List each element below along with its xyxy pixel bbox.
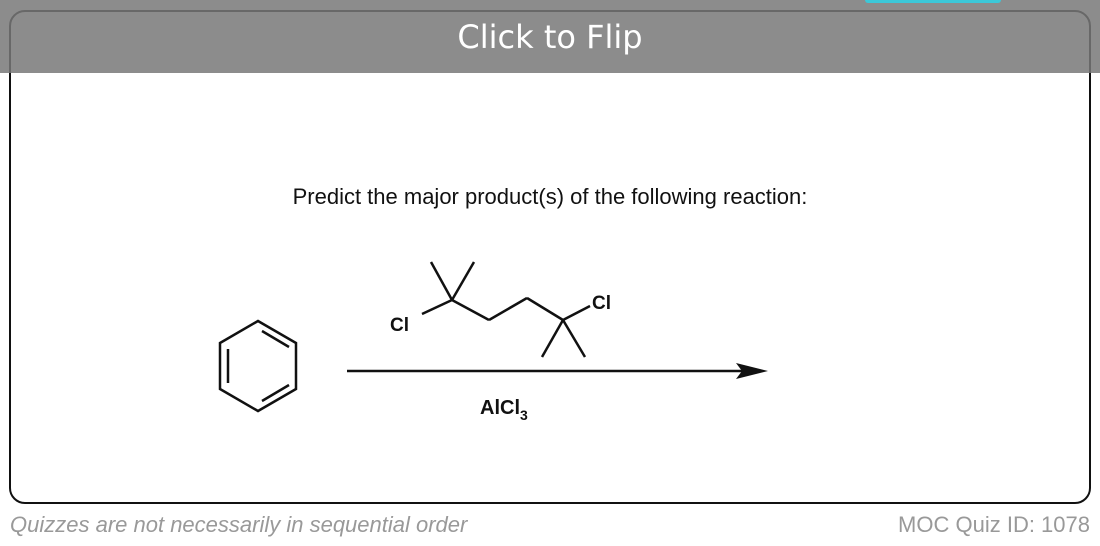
order-note: Quizzes are not necessarily in sequentia… (10, 512, 468, 537)
reaction-arrow (347, 363, 768, 379)
chlorine-label: Cl (390, 315, 409, 336)
catalyst-label: AlCl3 (480, 397, 528, 423)
quiz-id: MOC Quiz ID: 1078 (898, 512, 1090, 537)
benzene-structure (218, 319, 298, 413)
chlorine-label: Cl (592, 293, 611, 314)
dichloride-reagent-structure (421, 261, 591, 358)
flip-overlay[interactable] (0, 0, 1100, 73)
question-text: Predict the major product(s) of the foll… (292, 184, 808, 209)
flashcard[interactable] (9, 10, 1091, 504)
accent-tab (865, 0, 1001, 3)
click-to-flip-button[interactable]: Click to Flip (457, 17, 643, 56)
